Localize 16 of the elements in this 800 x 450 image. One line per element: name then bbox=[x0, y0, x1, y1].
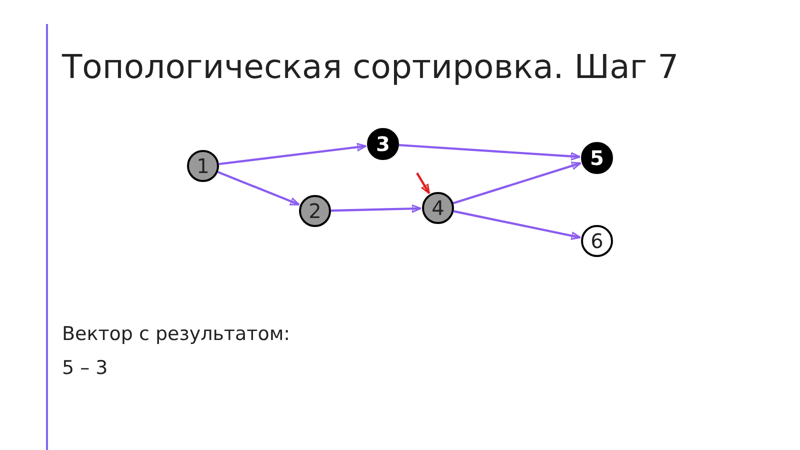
graph-node: 5 bbox=[581, 142, 613, 174]
arrow bbox=[217, 170, 300, 206]
graph-node: 1 bbox=[187, 150, 219, 182]
title: Топологическая сортировка. Шаг 7 bbox=[62, 46, 679, 88]
arrow bbox=[218, 142, 367, 166]
arrow bbox=[330, 204, 422, 213]
graph-node: 6 bbox=[581, 225, 613, 257]
arrow bbox=[398, 144, 581, 161]
graph-node: 2 bbox=[299, 195, 331, 227]
graph-node: 3 bbox=[367, 128, 399, 160]
note-text: Вектор с результатом: bbox=[62, 322, 290, 347]
arrow bbox=[416, 172, 430, 194]
arrow bbox=[453, 210, 582, 240]
arrow bbox=[452, 162, 582, 204]
graph-node: 4 bbox=[422, 192, 454, 224]
note-text: 5 – 3 bbox=[62, 356, 108, 381]
